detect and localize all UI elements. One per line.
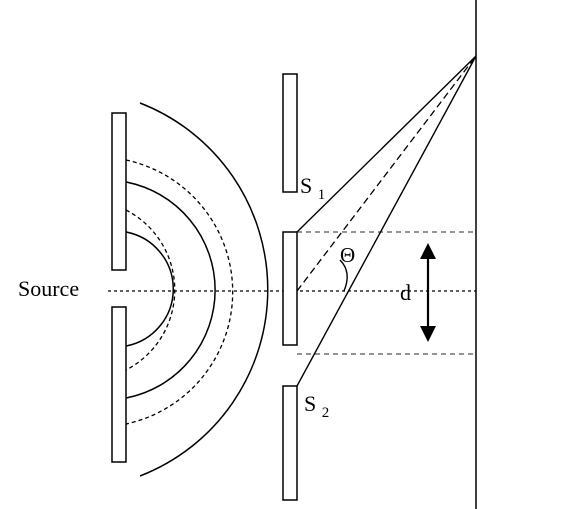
wavefronts [125, 102, 269, 477]
slit2-letter: S [304, 391, 316, 416]
ray-center-dashed [296, 55, 477, 292]
wavefront-5 [139, 102, 269, 477]
slit2-label: S 2 [304, 391, 329, 421]
slit-barrier-top [282, 73, 298, 193]
source-label: Source [18, 276, 79, 301]
slit1-letter: S [300, 173, 312, 198]
ray-from-slit1 [296, 55, 477, 233]
angle-arc [339, 259, 348, 292]
separation-arrowhead-up [420, 243, 436, 259]
wavefront-1 [125, 231, 175, 347]
angle-label: Θ [340, 243, 355, 267]
source-barrier-upper [111, 112, 127, 271]
source-barrier-lower [111, 306, 127, 463]
wavefront-3 [125, 181, 216, 399]
slit2-subscript: 2 [322, 405, 330, 421]
separation-arrowhead-down [420, 326, 436, 342]
slit1-subscript: 1 [318, 187, 326, 203]
separation-label: d [400, 280, 411, 305]
wavefront-4 [125, 159, 234, 425]
slit-barrier-bottom [282, 385, 298, 501]
ray-from-slit2 [296, 55, 477, 387]
slit-barrier-middle [282, 231, 298, 346]
wavefront-2 [125, 209, 176, 371]
slit1-label: S 1 [300, 173, 325, 203]
